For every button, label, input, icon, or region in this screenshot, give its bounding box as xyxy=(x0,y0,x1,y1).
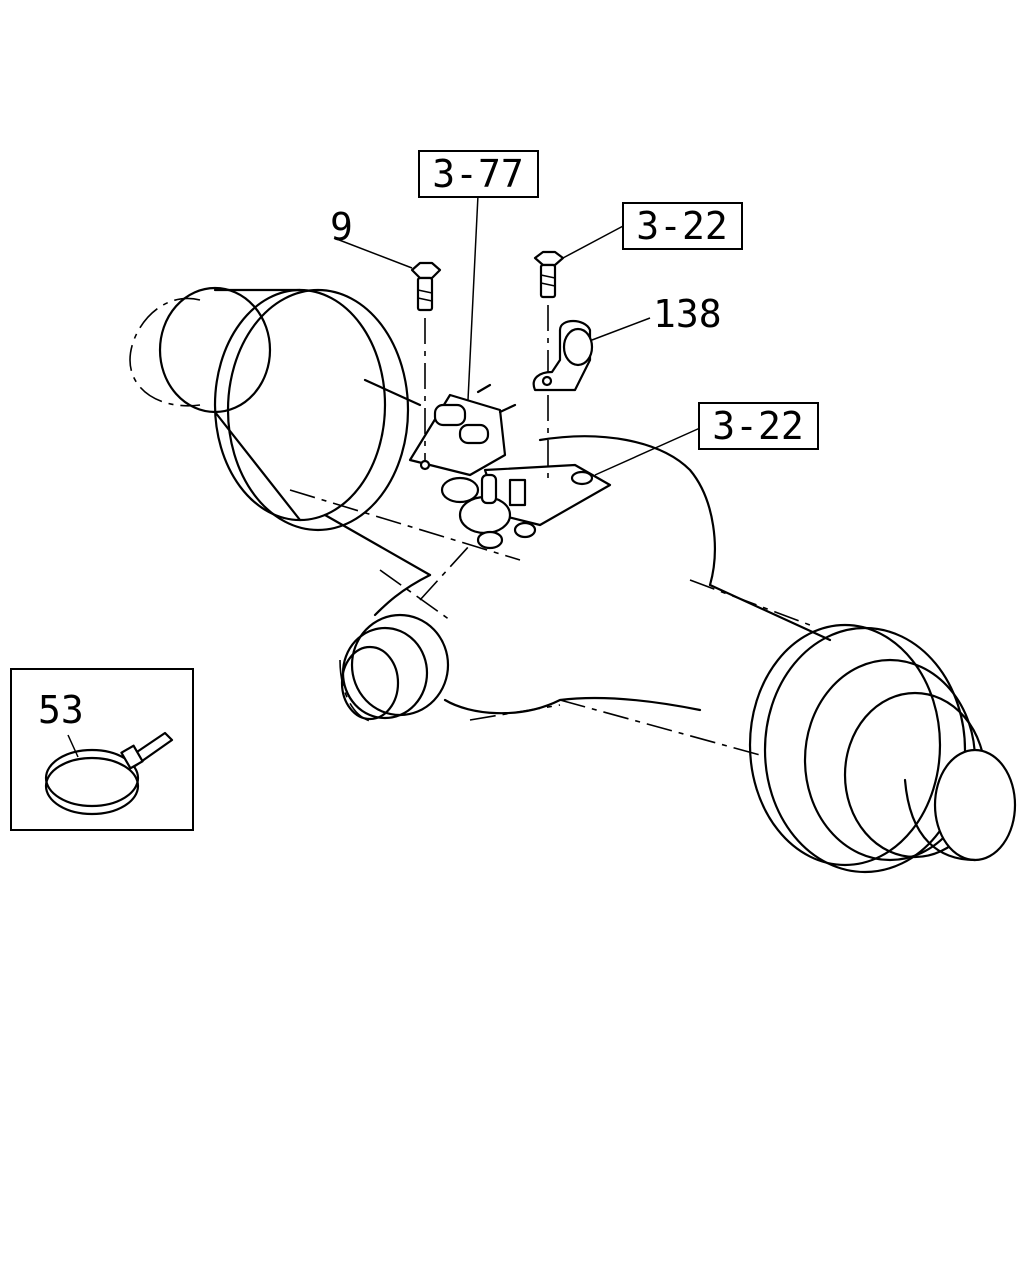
valve-assembly xyxy=(408,383,612,550)
box-3-22-upper xyxy=(622,202,743,250)
label-part-138: 138 xyxy=(653,292,722,336)
axle-housing xyxy=(129,286,1017,874)
label-part-53: 53 xyxy=(38,688,84,732)
leader-3-77 xyxy=(467,194,479,401)
leader-3-22-lower xyxy=(594,427,701,476)
label-3-22-lower: 3-22 xyxy=(712,404,804,448)
inset-53 xyxy=(10,668,194,831)
bolt-3-22 xyxy=(533,224,626,478)
label-3-77: 3-77 xyxy=(432,152,524,196)
label-3-22-upper: 3-22 xyxy=(636,204,728,248)
box-3-77 xyxy=(418,150,539,198)
bolt-9 xyxy=(333,237,442,460)
clamp-138 xyxy=(532,317,651,392)
box-3-22-lower xyxy=(698,402,819,450)
label-part-9: 9 xyxy=(330,205,353,249)
